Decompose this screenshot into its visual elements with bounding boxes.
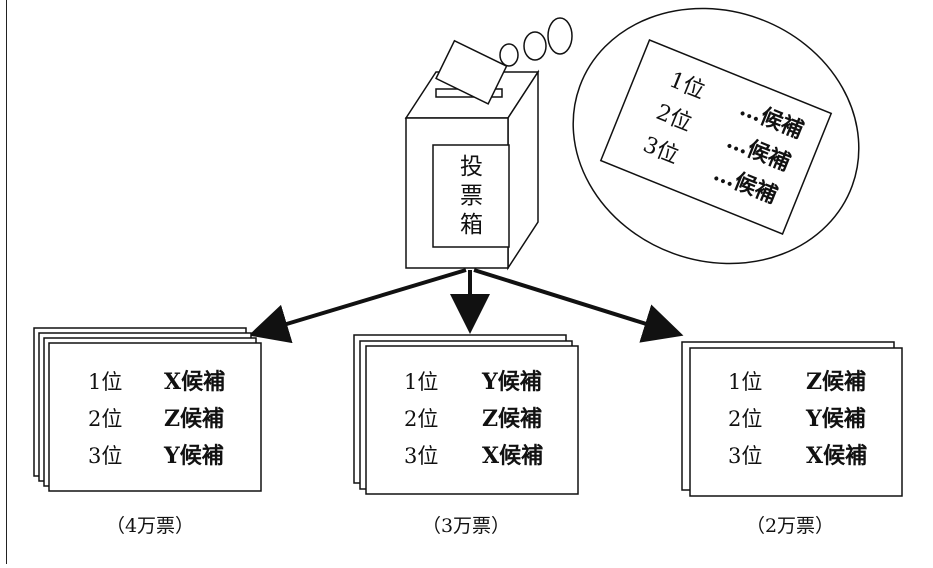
rank-label: 3位 [728, 444, 762, 468]
thought-bubble-large-circle [547, 17, 573, 55]
rank-label: 1位 [728, 370, 762, 394]
left-border [6, 0, 7, 564]
ballot-group-3: 1位 Z候補 2位 Y候補 3位 X候補 （2万票） [681, 341, 903, 537]
candidate-label: X候補 [482, 443, 543, 469]
front-ballot [48, 342, 262, 492]
rank-label: 1位 [88, 370, 122, 394]
candidate-label: X候補 [164, 369, 225, 395]
rank-label: 2位 [88, 407, 122, 431]
thought-bubble-medium-circle [523, 31, 547, 61]
rank-label: 2位 [404, 407, 438, 431]
thought-bubble: 1位 …候補 2位 …候補 3位 …候補 [499, 7, 860, 265]
candidate-label: Y候補 [805, 406, 866, 432]
vote-count: （3万票） [422, 515, 510, 537]
thought-bubble-small-circle [499, 43, 519, 67]
candidate-label: Z候補 [806, 369, 866, 395]
ballot-paper [435, 39, 508, 105]
ballot-box: 投 票 箱 [404, 39, 540, 271]
candidate-label: Z候補 [482, 406, 542, 432]
ballot-group-2: 1位 Y候補 2位 Z候補 3位 X候補 （3万票） [353, 334, 579, 537]
candidate-label: Z候補 [164, 406, 224, 432]
rank-label: 3位 [404, 444, 438, 468]
front-ballot [689, 347, 903, 497]
vote-count: （2万票） [746, 515, 834, 537]
ballot-box-label-char-3: 箱 [460, 212, 483, 238]
ballot-group-1: 1位 X候補 2位 Z候補 3位 Y候補 （4万票） [33, 327, 262, 537]
rank-label: 1位 [404, 370, 438, 394]
arrows [248, 268, 684, 344]
bubble-ballot [599, 39, 833, 235]
front-ballot [365, 345, 579, 495]
arrow-left [248, 268, 467, 344]
vote-count: （4万票） [106, 515, 194, 537]
ballot-box-label-frame [432, 144, 510, 248]
ballot-box-label-char-1: 投 [460, 154, 483, 180]
ballot-box-label-char-2: 票 [460, 183, 483, 209]
rank-label: 3位 [88, 444, 122, 468]
arrow-right [473, 268, 684, 343]
candidate-label: Y候補 [163, 443, 224, 469]
candidate-label: X候補 [806, 443, 867, 469]
candidate-label: Y候補 [481, 369, 542, 395]
rank-label: 2位 [728, 407, 762, 431]
